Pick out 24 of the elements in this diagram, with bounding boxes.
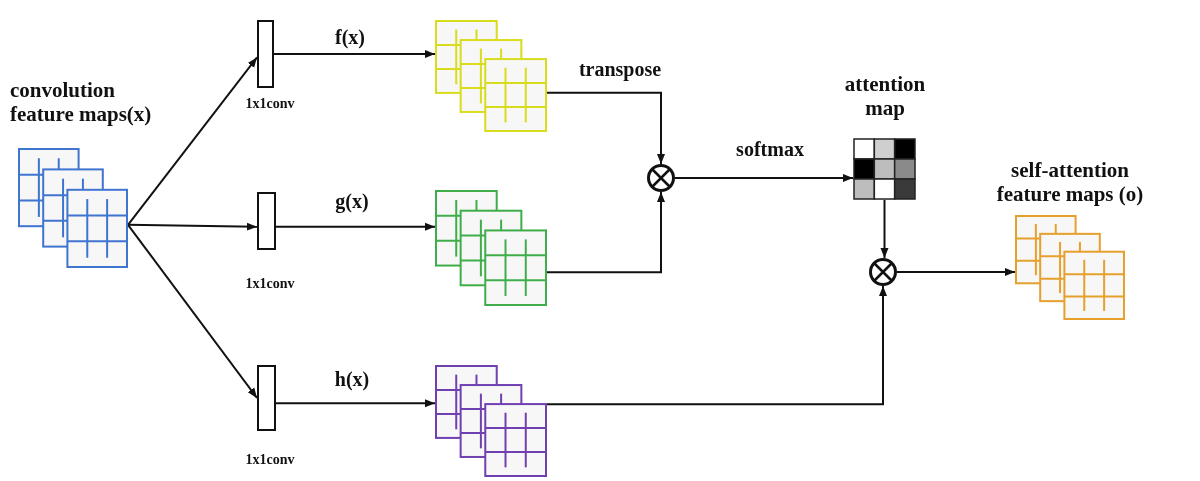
conv-layer-box	[257, 20, 274, 88]
node-heading: convolution feature maps(x)	[10, 78, 153, 127]
layer-label: 1x1conv	[245, 452, 295, 468]
node-heading: attention map	[843, 72, 927, 121]
layer-label: 1x1conv	[245, 96, 295, 112]
arrow	[880, 199, 889, 259]
conv-layer-box	[257, 192, 276, 250]
arrow	[127, 223, 258, 399]
arrow	[275, 222, 436, 231]
arrow	[273, 50, 436, 58]
edge-label: h(x)	[332, 368, 372, 391]
node-heading: self-attention feature maps (o)	[995, 158, 1145, 207]
arrow	[896, 268, 1016, 276]
arrow	[127, 222, 258, 231]
arrow	[546, 191, 665, 274]
conv-layer-box	[257, 365, 276, 431]
arrow	[275, 399, 436, 408]
edge-label: f(x)	[333, 26, 367, 49]
arrow	[674, 174, 854, 182]
arrow	[546, 285, 887, 406]
edge-label: g(x)	[333, 190, 371, 213]
arrow	[546, 91, 665, 165]
layer-label: 1x1conv	[245, 276, 295, 292]
arrow	[127, 56, 258, 226]
